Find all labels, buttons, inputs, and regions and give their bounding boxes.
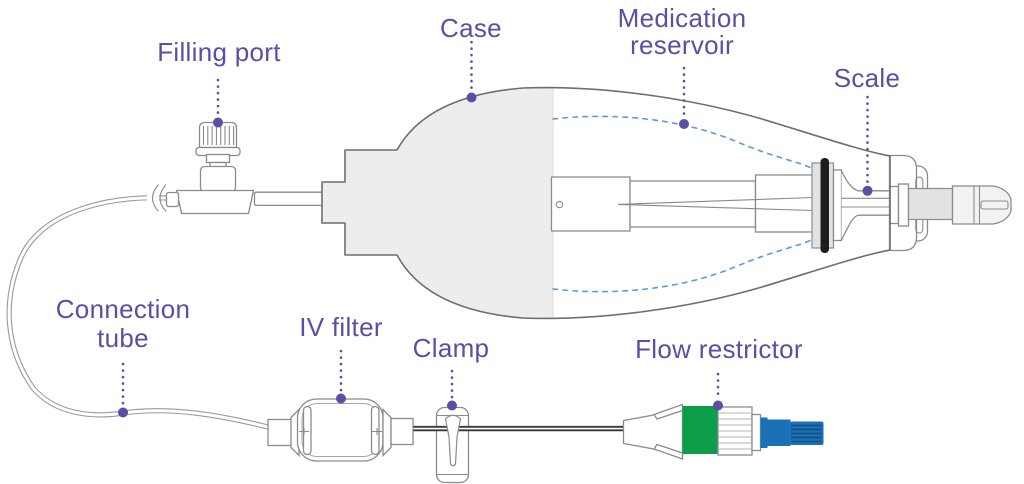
- iv-filter: [267, 398, 414, 462]
- case-shaded-half: [322, 87, 553, 319]
- filling-port: [147, 121, 255, 215]
- t-junction: [175, 189, 255, 215]
- leader-lines: [118, 40, 873, 418]
- scale-label: Scale: [833, 63, 901, 93]
- case-label: Case: [440, 13, 502, 43]
- flow-restrictor-label: Flow restrictor: [635, 334, 803, 364]
- delivery-needle: [617, 196, 814, 212]
- flow-restrictor-blue-connector: [760, 417, 768, 448]
- flow-restrictor: [622, 403, 824, 460]
- connection-tube: [6, 195, 275, 431]
- connection-tube-label-line1: Connection: [55, 294, 191, 324]
- flow-restrictor-green-band: [682, 406, 718, 454]
- filling-port-cap-ribs: [202, 126, 235, 145]
- tube-break-mark: [151, 184, 167, 212]
- clamp-keyhole: [444, 414, 462, 467]
- inlet-tube: [253, 191, 322, 207]
- medication-reservoir-label-line2: reservoir: [630, 30, 734, 60]
- filling-port-cap: [198, 121, 238, 149]
- connection-tube-label-line2: tube: [97, 323, 149, 353]
- o-ring: [820, 158, 829, 253]
- internal-mechanism: [550, 154, 1012, 253]
- clamp-label: Clamp: [412, 333, 490, 363]
- medication-reservoir-outline: [552, 115, 812, 293]
- outlet-cap: [951, 185, 1012, 225]
- outlet-luer: [907, 187, 954, 221]
- iv-filter-label: IV filter: [299, 312, 383, 342]
- case-outline: [321, 86, 891, 320]
- medication-reservoir-label-line1: Medication: [617, 3, 747, 33]
- filling-port-label: Filling port: [157, 37, 281, 67]
